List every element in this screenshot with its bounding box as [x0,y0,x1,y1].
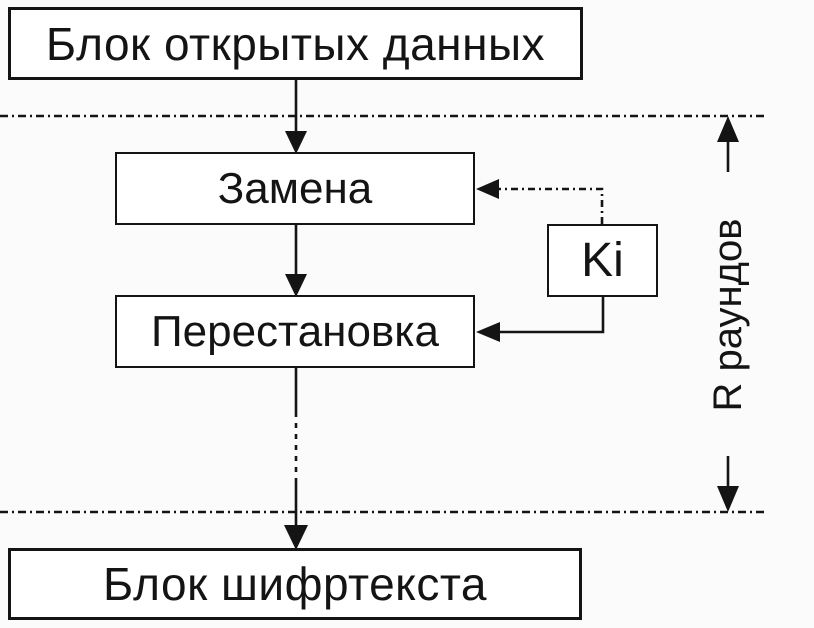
plaintext-block-label: Блок открытых данных [45,17,546,70]
arrowhead-into-permutation [285,274,307,297]
rounds-count-label: R раундов [705,218,750,412]
arrowhead-into-substitution [285,131,307,154]
arrowhead-into-ciphertext [284,525,308,550]
arrowhead-rounds-down [717,486,739,512]
arrowhead-key-to-substitution [476,179,499,199]
plaintext-block-node: Блок открытых данных [8,7,583,80]
permutation-node: Перестановка [115,295,475,368]
round-key-label: Ki [581,233,624,287]
key-to-substitution-line [497,187,604,224]
substitution-node: Замена [115,152,475,225]
arrowhead-rounds-up [717,116,739,142]
ciphertext-block-label: Блок шифртекста [103,558,487,610]
permutation-label: Перестановка [151,306,439,356]
ciphertext-block-node: Блок шифртекста [8,548,582,620]
round-key-node: Ki [547,224,658,297]
arrowhead-key-to-permutation [476,322,500,342]
substitution-label: Замена [217,163,373,213]
key-to-permutation-line [500,297,605,334]
